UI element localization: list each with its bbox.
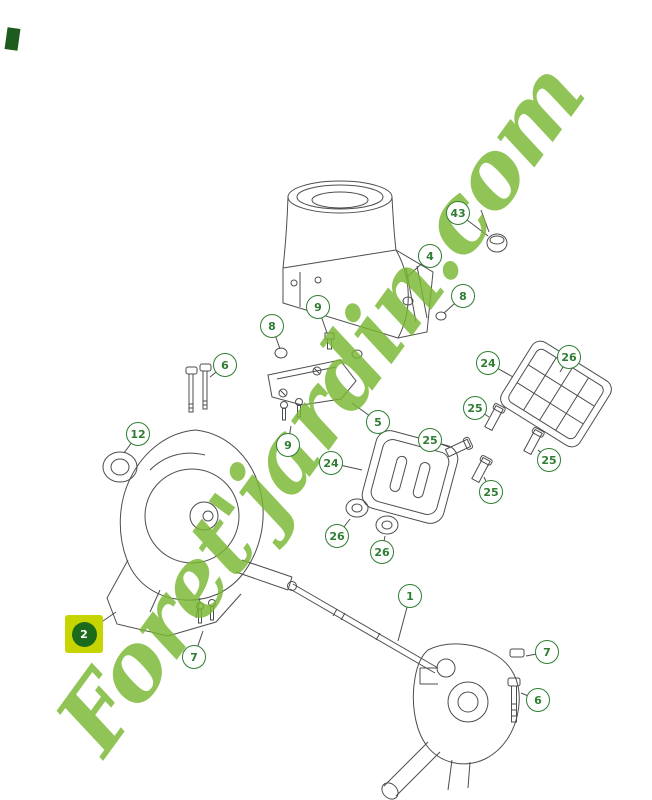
part-bracket-screws [280,398,303,421]
callout-number: 25 [467,401,483,415]
part-flange-nuts [274,296,447,359]
callout-number: 7 [543,645,551,659]
part-mounting-bracket [267,359,357,406]
callout-number: 26 [374,545,390,559]
callout-43[interactable]: 43 [446,201,470,225]
callout-9[interactable]: 9 [306,295,330,319]
callout-26[interactable]: 26 [370,540,394,564]
callout-2[interactable]: 2 [65,615,103,653]
callout-26[interactable]: 26 [557,345,581,369]
callout-6[interactable]: 6 [526,688,550,712]
callout-25[interactable]: 25 [463,396,487,420]
callout-number: 8 [459,289,467,303]
callout-7[interactable]: 7 [535,640,559,664]
callout-number: 2 [71,621,97,647]
callout-number: 24 [480,356,496,370]
callout-number: 24 [323,456,339,470]
callout-9[interactable]: 9 [276,433,300,457]
callout-25[interactable]: 25 [537,448,561,472]
callout-number: 1 [406,589,414,603]
callout-5[interactable]: 5 [366,410,390,434]
callout-1[interactable]: 1 [398,584,422,608]
callout-25[interactable]: 25 [479,480,503,504]
callout-number: 25 [541,453,557,467]
callout-number: 7 [190,650,198,664]
part-wing-nut [480,209,508,253]
callout-number: 25 [483,485,499,499]
part-discharge-chute [282,180,434,339]
callout-4[interactable]: 4 [418,244,442,268]
part-flange-nuts-26 [345,498,399,535]
callout-number: 26 [329,529,345,543]
callout-number: 25 [422,433,438,447]
part-clevis-pins [444,403,545,484]
callout-number: 4 [426,249,434,263]
callout-number: 6 [221,358,229,372]
callout-25[interactable]: 25 [418,428,442,452]
callout-6[interactable]: 6 [213,353,237,377]
callout-number: 26 [561,350,577,364]
part-gearbox-bolts [507,648,525,723]
callout-24[interactable]: 24 [319,451,343,475]
callout-number: 6 [534,693,542,707]
callout-7[interactable]: 7 [182,645,206,669]
part-drive-shaft [287,581,439,674]
part-gearbox [381,643,520,800]
callout-26[interactable]: 26 [325,524,349,548]
part-housing-screws [196,599,216,624]
callout-number: 8 [268,319,276,333]
part-blower-housing [106,429,293,637]
callout-24[interactable]: 24 [476,351,500,375]
part-shoulder-bolt [324,332,335,350]
callout-number: 5 [374,415,382,429]
callout-12[interactable]: 12 [126,422,150,446]
callout-8[interactable]: 8 [260,314,284,338]
callout-number: 43 [450,206,466,220]
callout-number: 9 [314,300,322,314]
callout-8[interactable]: 8 [451,284,475,308]
callout-number: 9 [284,438,292,452]
callout-number: 12 [130,427,146,441]
part-carriage-bolts [185,363,212,413]
